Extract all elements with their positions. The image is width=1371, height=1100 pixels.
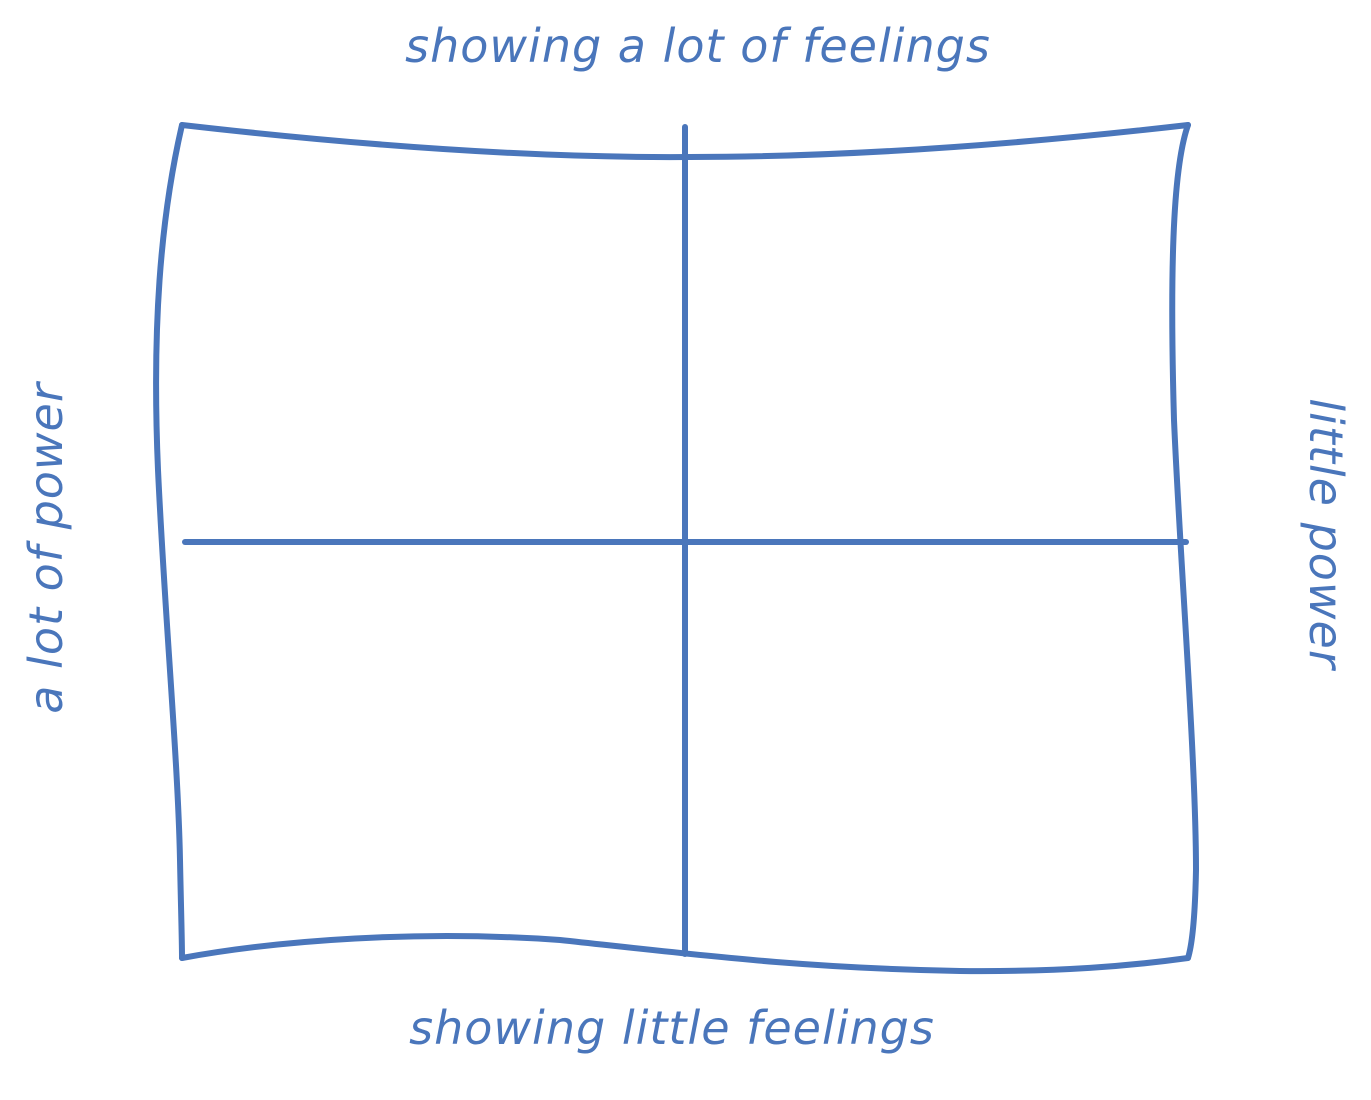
frame-right-edge bbox=[1169, 122, 1199, 961]
label-right: little power bbox=[1299, 398, 1353, 672]
label-bottom: showing little feelings bbox=[409, 1001, 935, 1055]
label-top: showing a lot of feelings bbox=[405, 19, 991, 73]
frame-bottom-edge bbox=[179, 933, 1191, 975]
frame-left-edge bbox=[153, 122, 185, 961]
frame-top-edge bbox=[179, 122, 1191, 161]
label-left: a lot of power bbox=[19, 380, 73, 714]
